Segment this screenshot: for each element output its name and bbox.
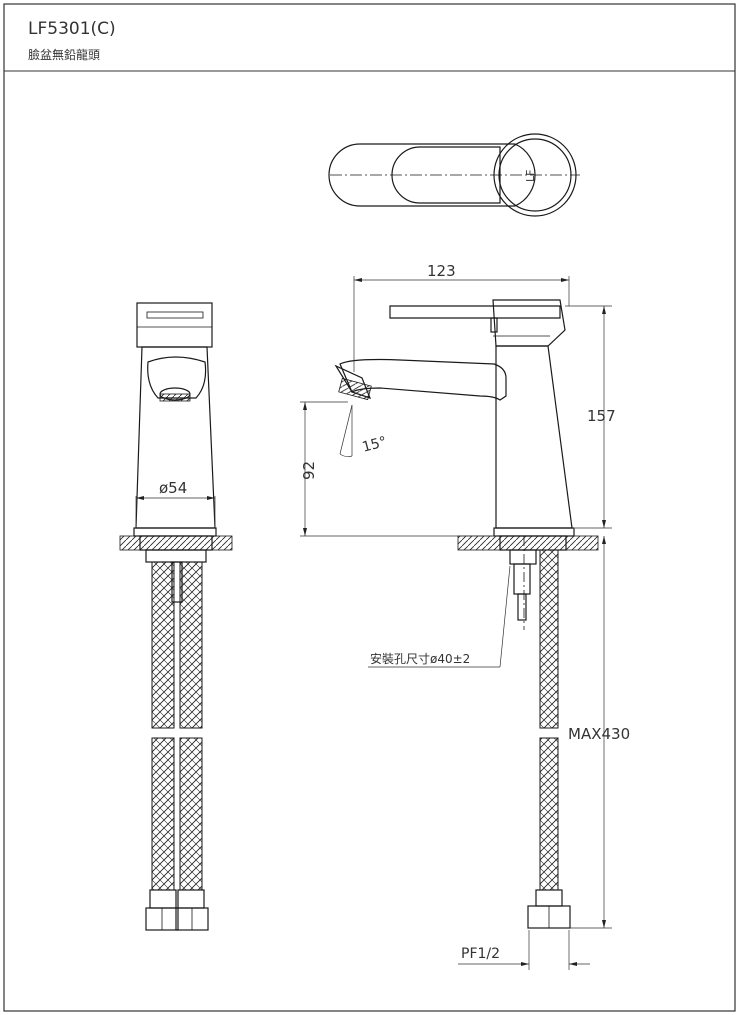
top-view: LF	[328, 133, 580, 217]
model-number: LF5301(C)	[28, 19, 116, 39]
svg-text:LF: LF	[524, 170, 537, 182]
dim-123-label: 123	[427, 262, 456, 280]
front-view	[119, 302, 233, 931]
sheet-border	[3, 3, 736, 1012]
thread-size-label: PF1/2	[461, 946, 500, 962]
max-hose-length-label: MAX430	[568, 725, 630, 743]
product-name: 臉盆無鉛龍頭	[28, 47, 100, 62]
install-hole-label: 安裝孔尺寸ø40±2	[370, 651, 470, 666]
side-view	[334, 299, 599, 929]
dim-157-label: 157	[587, 407, 616, 425]
angle-15-label: 15°	[360, 434, 388, 456]
diameter-54-label: ø54	[159, 479, 187, 497]
dim-92-label: 92	[300, 461, 318, 480]
